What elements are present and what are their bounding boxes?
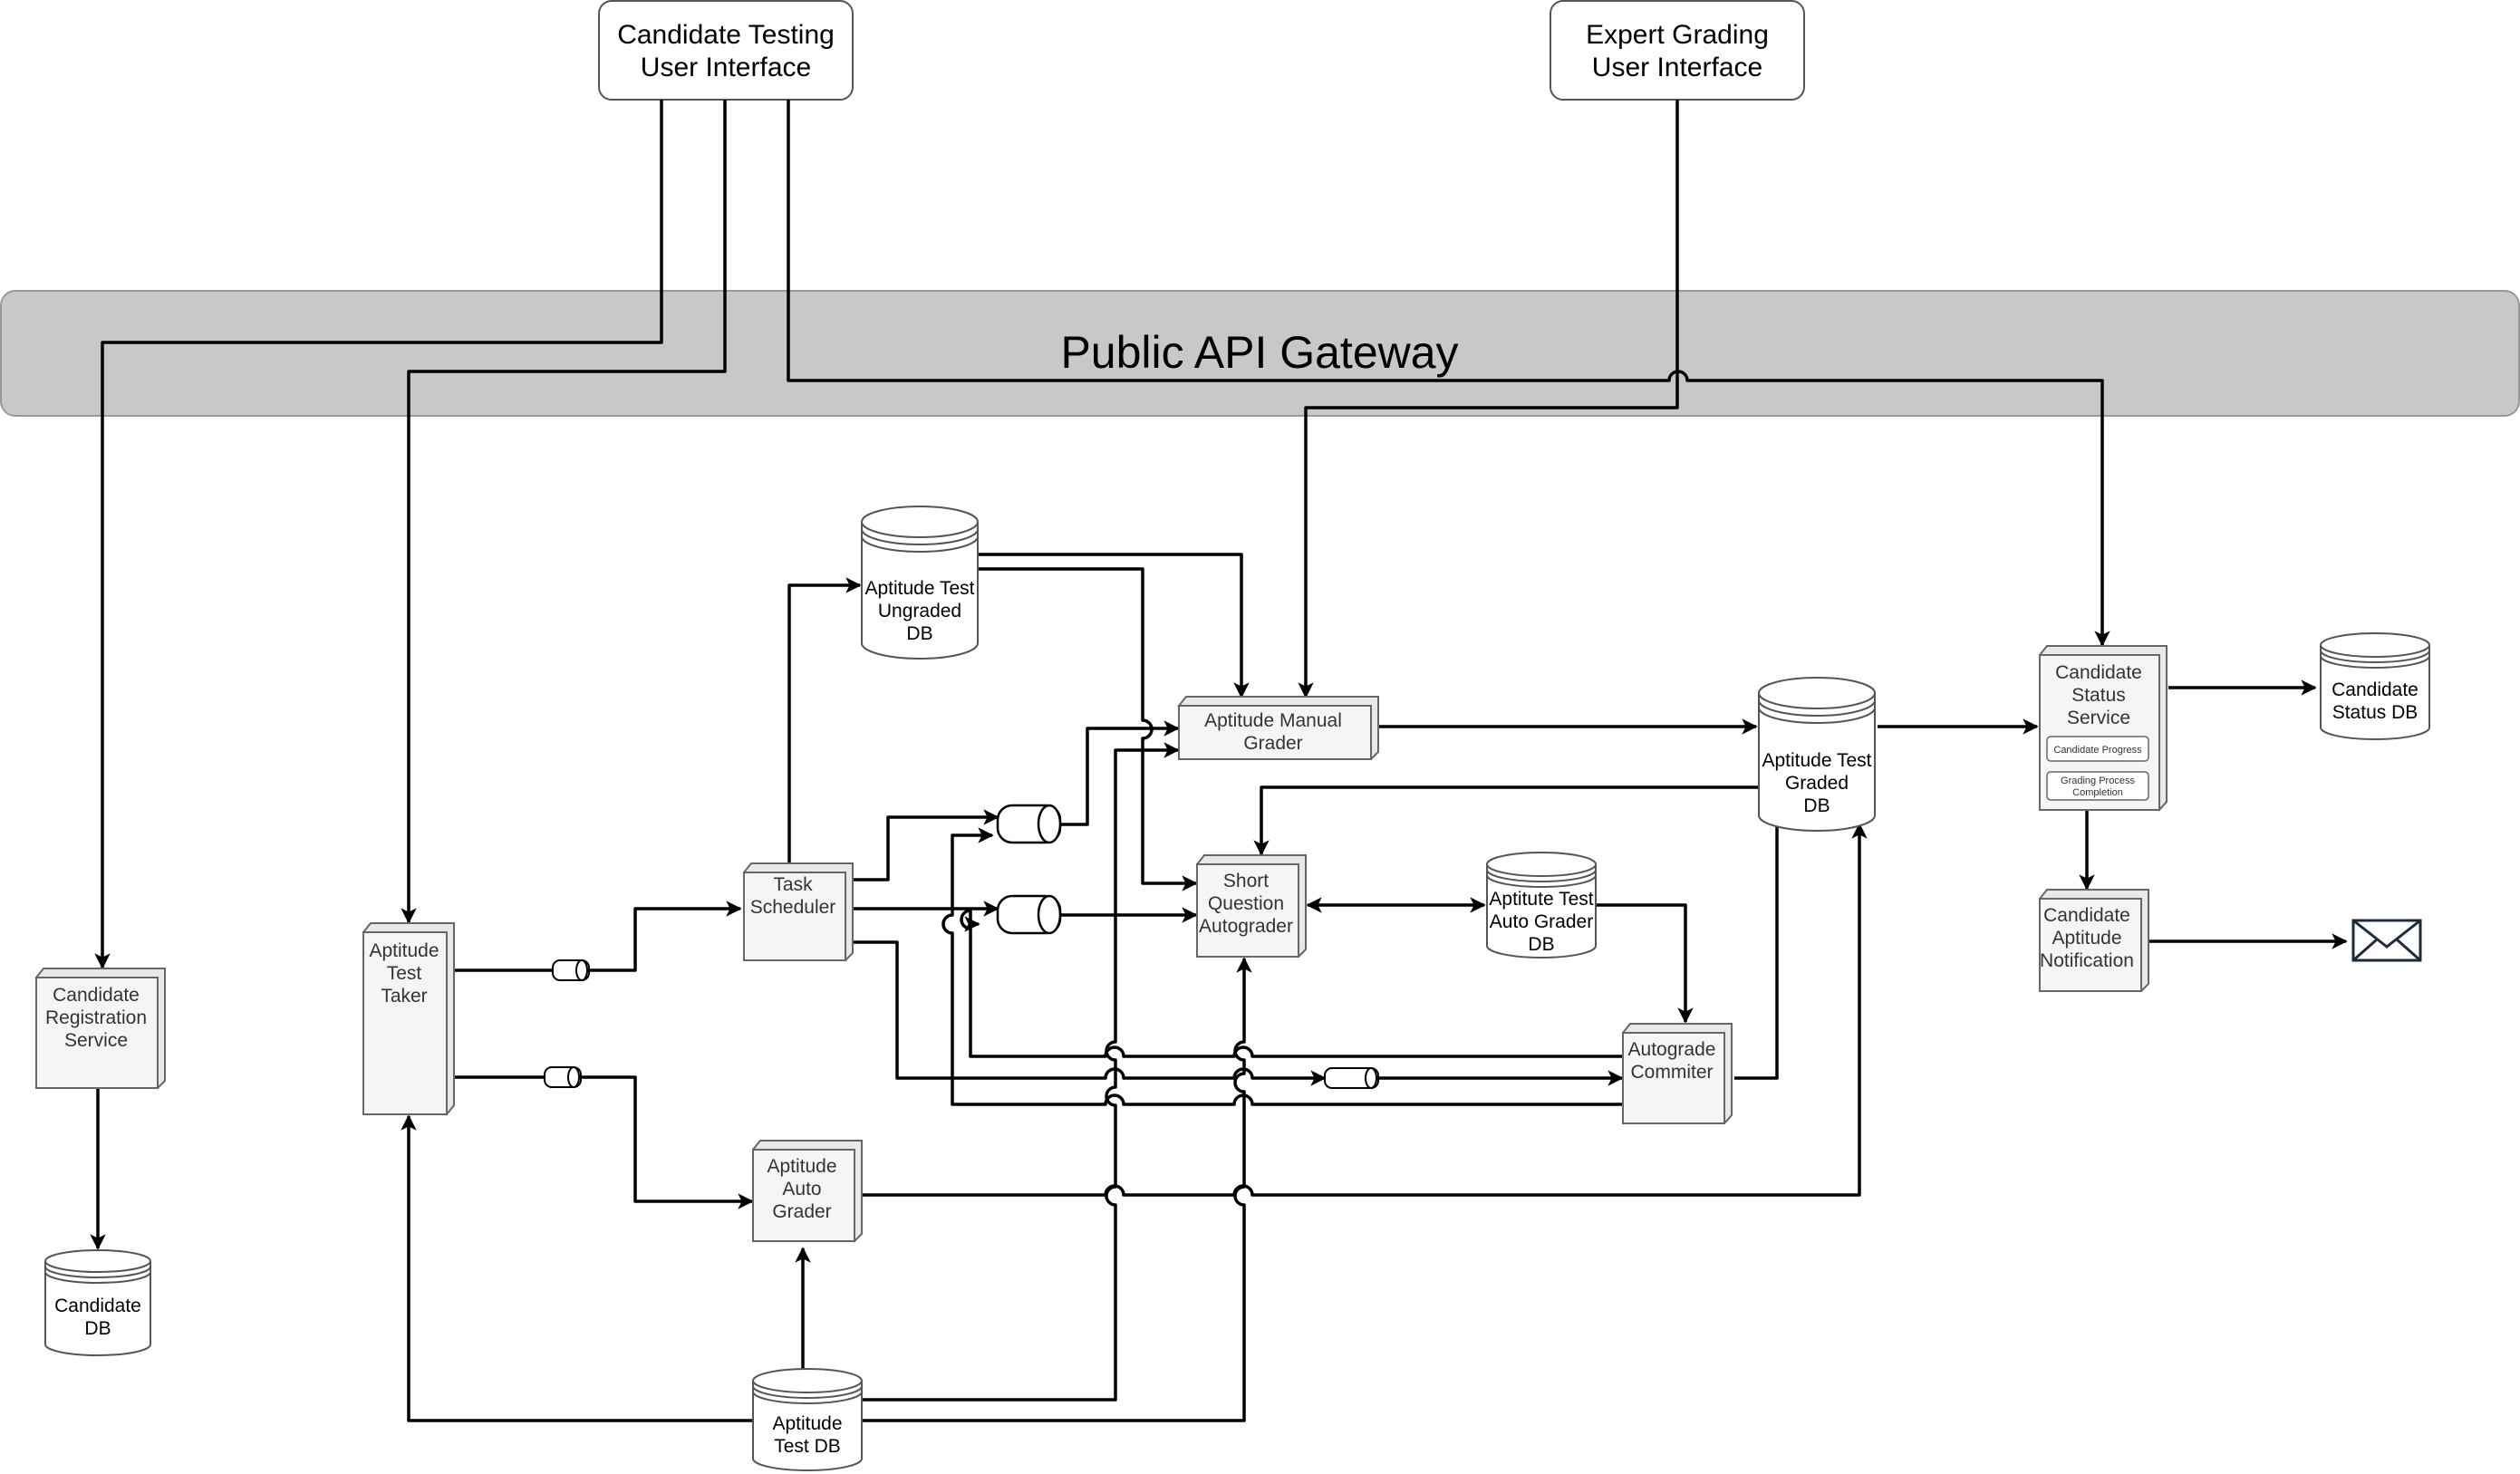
gateway-label: Public API Gateway [1060,327,1458,378]
svg-text:DB: DB [1803,795,1830,816]
svg-text:Question: Question [1208,893,1284,914]
edges [90,100,2348,1422]
edge-test-db-to-taker [401,1114,754,1422]
edge-auto-grader-to-graded-db [863,823,1868,1197]
edge-commiter-to-short-autograder [960,909,1622,1058]
candidate-registration-service: Candidate Registration Service [34,968,166,1090]
svg-text:Service: Service [2067,708,2130,728]
queue-icon [552,959,590,981]
edge-scheduler-to-queue-3 [852,809,999,882]
edge-commiter-to-scheduler-queue [941,827,1622,1106]
aptitude-auto-grader-db: Aptitute Test Auto Grader DB [1486,852,1597,959]
candidate-ui-line-2: User Interface [641,53,811,82]
edge-ui-to-registration [94,100,663,969]
svg-text:Auto Grader: Auto Grader [1490,911,1593,932]
edge-test-db-to-manual-grader [861,742,1180,1402]
aptitude-test-taker: Aptitude Test Taker [362,922,455,1116]
task-scheduler: Task Scheduler [742,862,854,962]
svg-text:Grader: Grader [772,1201,831,1222]
candidate-aptitude-notification: Candidate Aptitude Notification [2038,889,2149,993]
svg-text:Aptitude Manual: Aptitude Manual [1204,710,1342,731]
expert-ui-line-2: User Interface [1592,53,1762,82]
expert-grading-ui: Expert Grading User Interface [1550,0,1805,101]
svg-text:Service: Service [64,1030,128,1051]
svg-text:Notification: Notification [2040,950,2134,971]
queues [544,804,1379,1089]
edge-queue-3-to-manual-grader [1060,720,1180,826]
edge-auto-grader-db-to-commiter [1595,903,1694,1024]
edge-graded-db-to-short-autograder [1253,785,1758,856]
aptitude-test-graded-db: Aptitude Test Graded DB [1758,677,1876,832]
candidate-db: Candidate DB [44,1249,151,1356]
edge-scheduler-to-queue-5 [852,940,1327,1086]
svg-text:Candidate: Candidate [2055,662,2142,683]
public-api-gateway: Public API Gateway [0,290,2520,417]
svg-text:DB: DB [84,1318,111,1339]
svg-text:Grading Process: Grading Process [2061,776,2135,786]
svg-text:Short: Short [1223,871,1269,891]
svg-text:Grader: Grader [1243,733,1302,754]
svg-text:Completion: Completion [2072,787,2123,798]
candidate-testing-ui: Candidate Testing User Interface [598,0,854,101]
edge-queue-2-to-auto-grader [581,1075,754,1209]
candidate-status-db: Candidate Status DB [2320,632,2430,740]
svg-text:Auto: Auto [782,1179,821,1199]
svg-text:Taker: Taker [381,986,427,1007]
svg-text:Candidate: Candidate [54,1296,141,1316]
edge-ungraded-db-to-short-autograder [979,567,1198,891]
svg-text:Candidate Progress: Candidate Progress [2053,745,2142,756]
svg-text:DB: DB [906,623,932,644]
svg-text:Candidate: Candidate [53,985,140,1006]
svg-text:Status DB: Status DB [2332,702,2419,723]
queue-icon [996,804,1062,844]
aptitude-auto-grader: Aptitude Auto Grader [751,1140,863,1243]
queue-icon [996,894,1062,935]
svg-text:Aptitude Test: Aptitude Test [1762,750,1871,771]
candidate-progress-panel: Candidate Progress [2046,736,2149,762]
expert-ui-line-1: Expert Grading [1586,20,1769,50]
queue-icon [1324,1067,1379,1089]
svg-text:Status: Status [2071,685,2126,706]
svg-text:Test DB: Test DB [774,1436,841,1457]
svg-text:Scheduler: Scheduler [750,897,836,918]
svg-text:Aptitude: Aptitude [2052,928,2121,949]
svg-text:Autograder: Autograder [1199,916,1293,937]
svg-text:Commiter: Commiter [1630,1062,1713,1083]
autograde-commiter: Autograde Commiter [1621,1023,1733,1125]
edge-ungraded-db-to-manual-grader [979,553,1250,698]
svg-text:Autograde: Autograde [1628,1039,1716,1060]
aptitude-test-db: Aptitude Test DB [752,1368,863,1471]
svg-text:Aptitude: Aptitude [772,1413,842,1434]
aptitude-test-ungraded-db: Aptitude Test Ungraded DB [861,506,979,660]
svg-text:Candidate: Candidate [2043,905,2130,926]
svg-text:Task: Task [773,874,813,895]
edge-expert-to-manual-grader [1298,100,1679,698]
svg-text:Aptitude: Aptitude [369,940,439,961]
svg-text:Registration: Registration [45,1007,147,1028]
short-question-autograder: Short Question Autograder [1195,854,1307,959]
grading-completion-panel: Grading Process Completion [2046,771,2149,801]
candidate-ui-line-1: Candidate Testing [617,20,835,50]
svg-text:Graded: Graded [1785,773,1849,794]
edge-test-db-to-short-autograder [861,957,1252,1422]
svg-text:DB: DB [1528,934,1554,955]
envelope-icon [2351,919,2422,962]
svg-text:Test: Test [387,963,422,984]
candidate-status-service: Candidate Status Service Candidate Progr… [2038,645,2168,812]
svg-text:Candidate: Candidate [2332,679,2419,700]
svg-text:Aptitude Test: Aptitude Test [864,578,974,599]
edge-ui-to-test-taker [401,100,727,924]
edge-commiter-to-graded-db [1734,777,1785,1080]
svg-text:Aptitude: Aptitude [767,1156,836,1177]
queue-icon [544,1066,582,1088]
svg-text:Ungraded: Ungraded [878,601,961,621]
edge-queue-1-to-scheduler [589,901,742,972]
aptitude-manual-grader: Aptitude Manual Grader [1177,696,1379,761]
svg-text:Aptitute Test: Aptitute Test [1489,889,1593,910]
edge-scheduler-to-ungraded-db [787,577,862,863]
